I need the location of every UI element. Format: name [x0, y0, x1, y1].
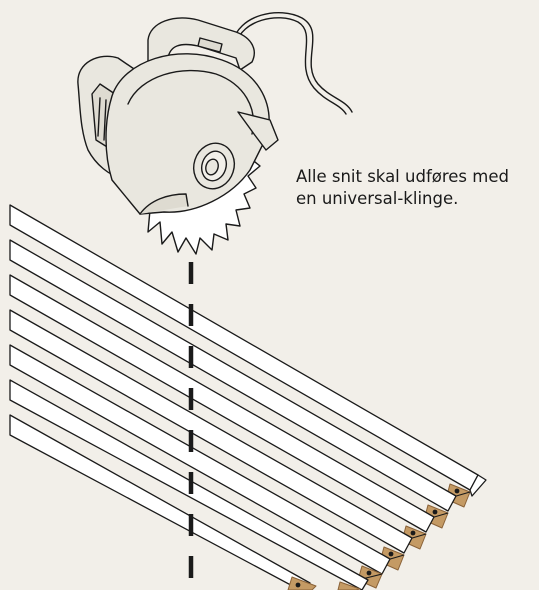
board-7 — [9, 414, 317, 590]
instruction-line-2: en universal-klinge. — [296, 189, 459, 208]
board-5 — [9, 344, 391, 589]
instruction-text: Alle snit skal udføres med en universal-… — [296, 166, 536, 210]
instruction-line-1: Alle snit skal udføres med — [296, 167, 509, 186]
board-3 — [9, 274, 435, 550]
deck-boards — [9, 204, 487, 590]
circular-saw-icon — [77, 11, 353, 255]
